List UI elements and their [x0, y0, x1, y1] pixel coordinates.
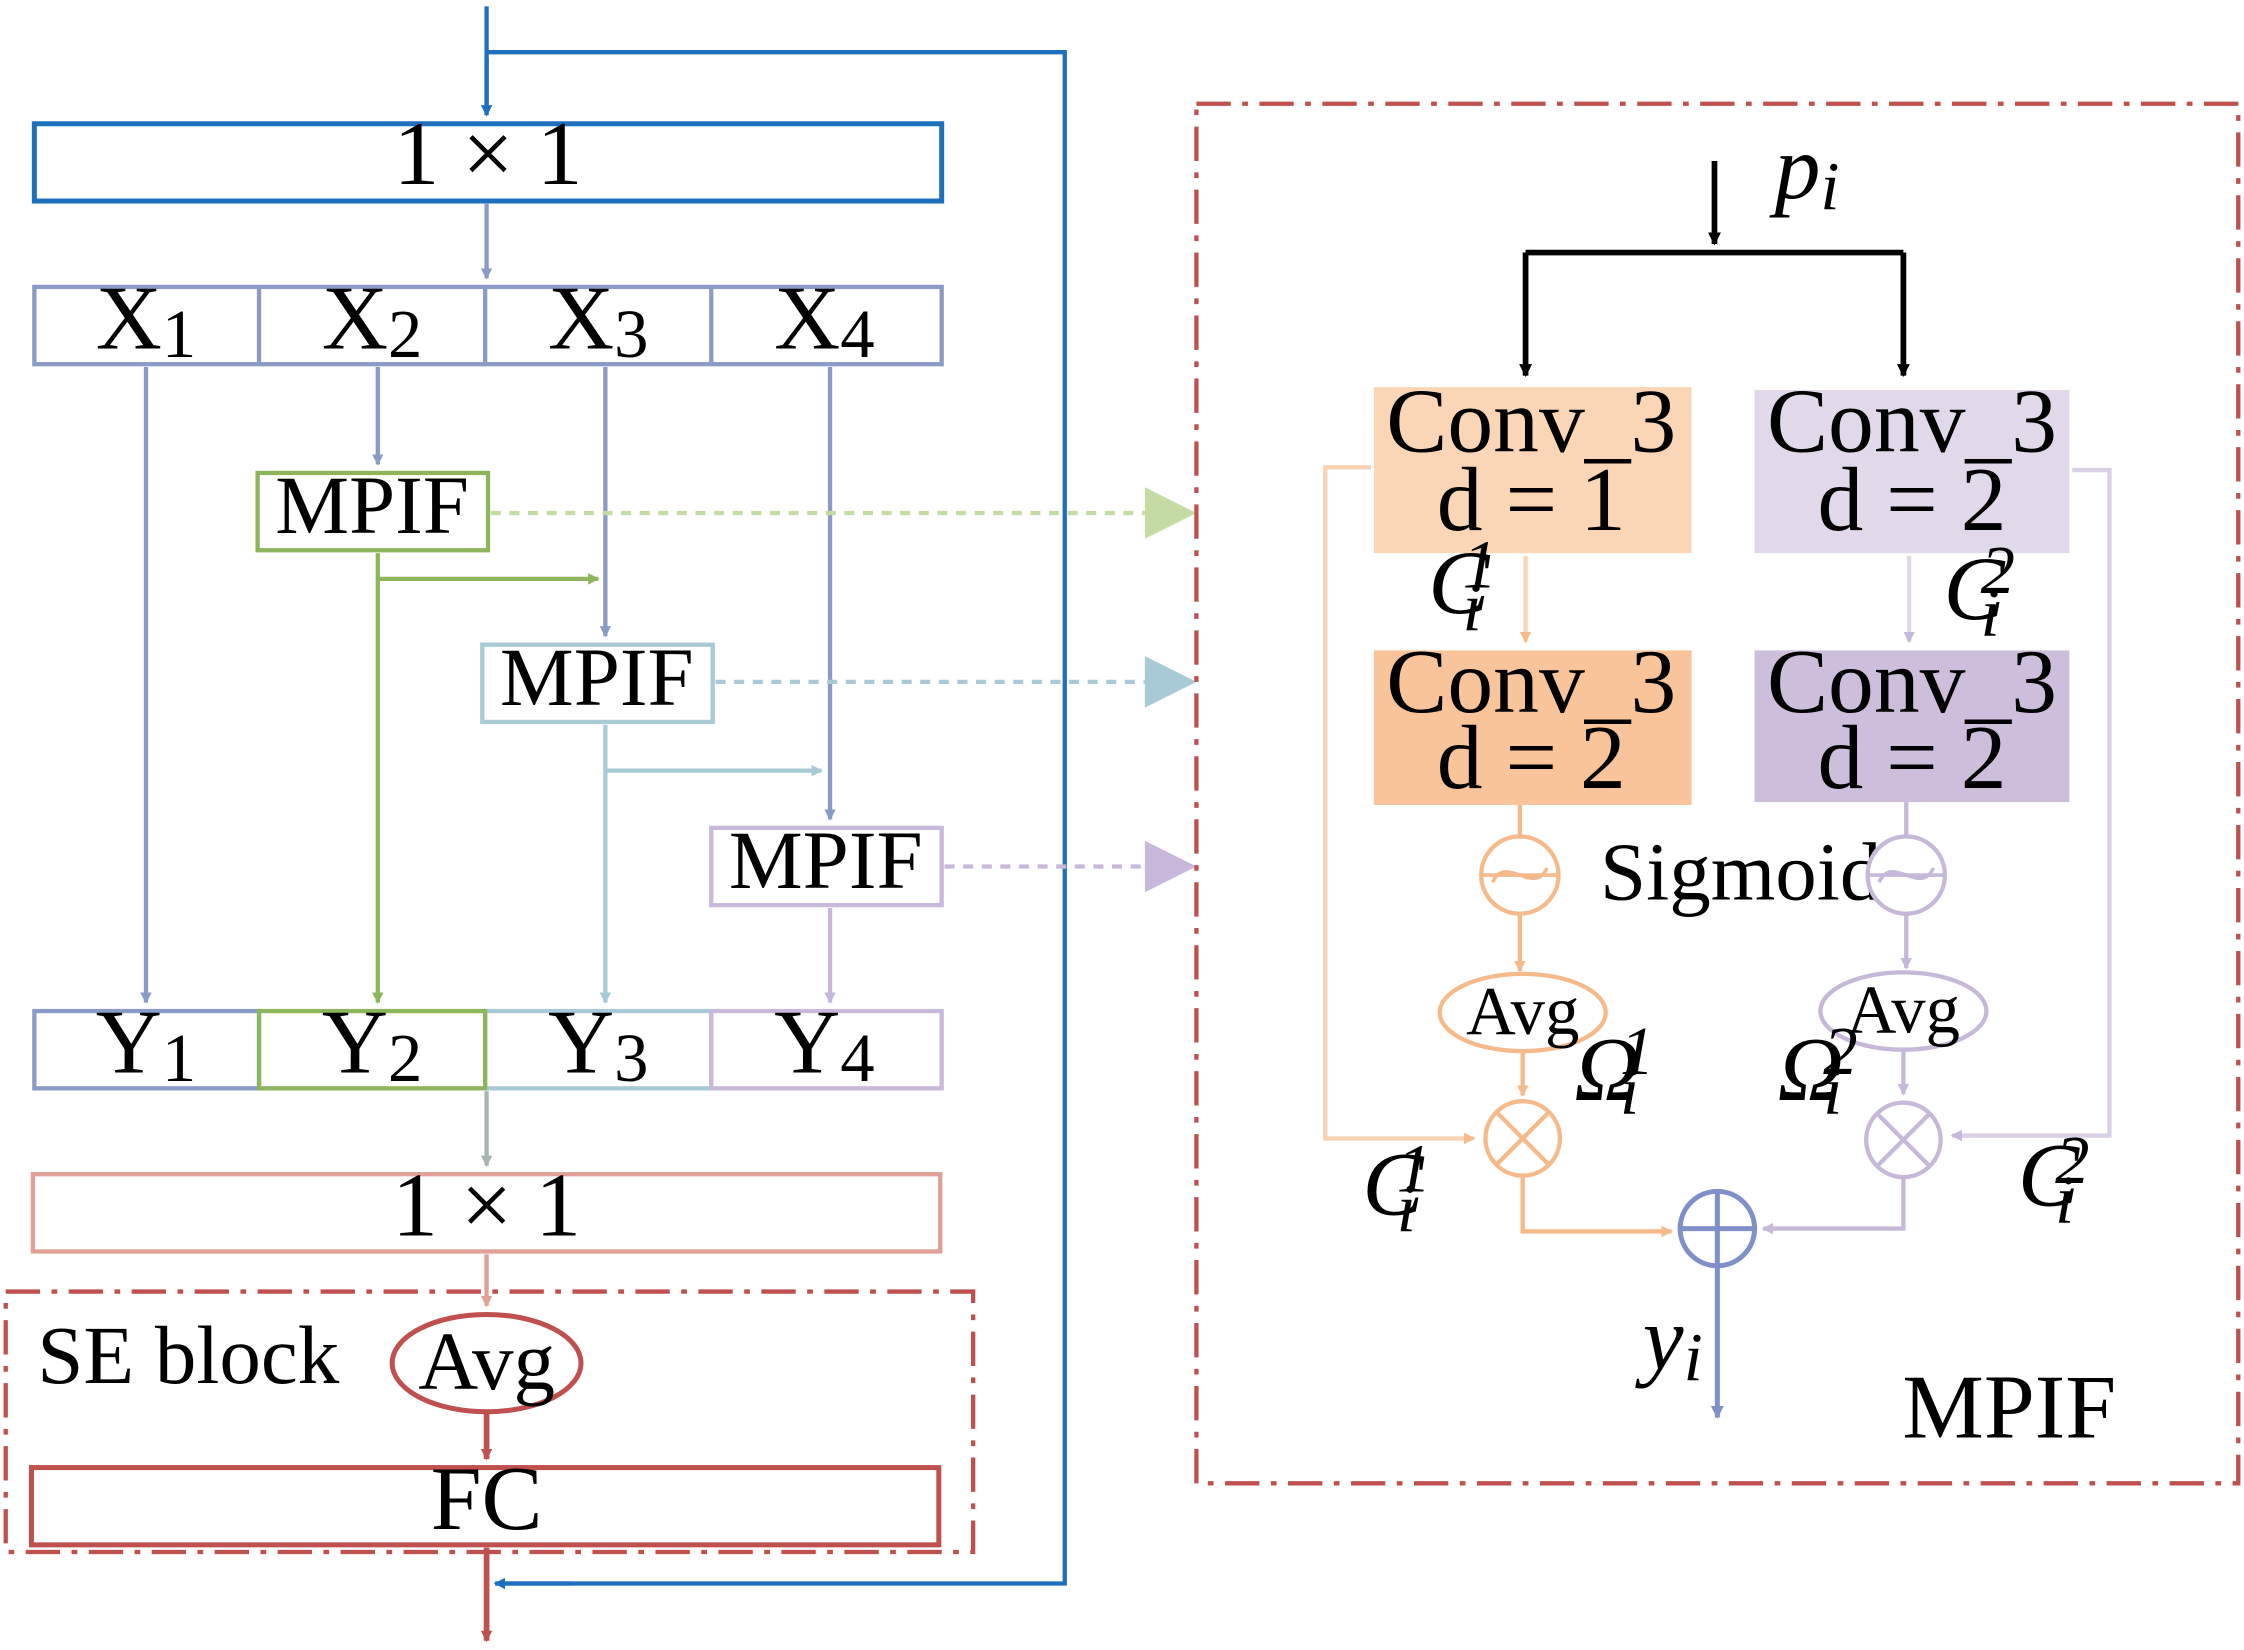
svg-text:Conv_3: Conv_3: [1386, 630, 1676, 732]
svg-text:i: i: [1397, 1170, 1416, 1246]
x-cell-2: X2: [322, 266, 422, 372]
branch2-to-sum: [1761, 1177, 1906, 1235]
svg-text:1: 1: [1620, 1013, 1654, 1089]
svg-text:d = 2: d = 2: [1437, 706, 1626, 808]
svg-text:2: 2: [2055, 1122, 2089, 1198]
mpif-block-2: MPIF: [480, 631, 715, 725]
conv-top-label: 1 × 1: [394, 102, 583, 204]
svg-text:Conv_3: Conv_3: [1767, 369, 2057, 471]
mpif-title: MPIF: [1902, 1356, 2116, 1458]
y-cell-4: Y4: [774, 991, 874, 1097]
output-label: yi: [1635, 1287, 1703, 1395]
se-fc: [28, 1465, 942, 1548]
svg-text:Avg: Avg: [1466, 973, 1579, 1049]
branch2-weight-label: Ω: [1777, 1018, 1843, 1120]
svg-text:d = 2: d = 2: [1817, 706, 2006, 808]
branch-2: Conv_3 d = 2 C 2 i Conv_3 d = 2 Avg Ω 2 …: [1754, 369, 2112, 1238]
branch1-to-sum: [1520, 1175, 1673, 1238]
x-cell-1: X1: [96, 266, 196, 372]
svg-text:i: i: [1981, 575, 2000, 651]
svg-text:d = 2: d = 2: [1817, 448, 2006, 550]
svg-text:Avg: Avg: [1847, 972, 1960, 1048]
branch1-feat-label: C: [1428, 531, 1490, 633]
y-concat-row: Y1 Y2 Y3 Y4: [32, 991, 944, 1097]
y-cell-2: Y2: [322, 991, 422, 1097]
mpif-detail-frame: [1194, 101, 2241, 1486]
pointer-head-3: [1144, 840, 1197, 893]
branch1-skip: [1323, 465, 1476, 1145]
svg-text:i: i: [1823, 1053, 1842, 1129]
mpif-block-1: MPIF: [255, 459, 491, 553]
sigmoid-label: Sigmoid: [1600, 825, 1881, 917]
branch2-feat-label: C: [1943, 537, 2005, 639]
branch1-conv-a: [1373, 387, 1692, 554]
svg-text:MPIF: MPIF: [729, 814, 923, 906]
svg-text:MPIF: MPIF: [275, 459, 469, 551]
branch2-conv-a: [1754, 389, 2070, 554]
svg-text:FC: FC: [431, 1447, 543, 1549]
branch1-skip-label: C: [1362, 1132, 1424, 1234]
svg-text:1: 1: [1397, 1130, 1431, 1206]
mpif-detail-panel: MPIF pi Conv_3 d = 1 C 1 i Conv_3 d = 2: [1194, 101, 2241, 1486]
branch2-skip-label: C: [2018, 1124, 2080, 1226]
branch1-avg: [1437, 971, 1608, 1054]
x-cell-3: X3: [548, 266, 648, 372]
svg-text:Conv_3: Conv_3: [1386, 369, 1676, 471]
se-block: SE block Avg FC: [3, 1289, 976, 1555]
pointer-head-1: [1144, 487, 1197, 539]
branch2-skip: [1950, 467, 2112, 1142]
y-cell-1: Y1: [96, 991, 196, 1097]
multiply-icon: [1864, 1100, 1943, 1180]
input-label: pi: [1769, 116, 1840, 224]
branch1-conv-b: [1373, 650, 1692, 805]
y-cell-3: Y3: [548, 991, 648, 1097]
sigmoid-icon: [1865, 834, 1948, 916]
x-split-row: X1 X2 X3 X4: [32, 266, 944, 372]
se-block-label: SE block: [37, 1309, 340, 1401]
svg-text:i: i: [1620, 1053, 1639, 1129]
branch2-avg: [1818, 970, 1989, 1052]
conv-1x1-top: 1 × 1: [31, 102, 945, 204]
svg-text:Avg: Avg: [418, 1315, 555, 1407]
svg-text:2: 2: [1823, 1013, 1857, 1089]
svg-text:i: i: [1463, 569, 1482, 645]
se-avg-pool: [389, 1311, 584, 1415]
svg-text:Conv_3: Conv_3: [1767, 630, 2057, 732]
mpif-block-3: MPIF: [709, 814, 944, 908]
svg-text:2: 2: [1981, 532, 2015, 608]
svg-text:MPIF: MPIF: [500, 631, 694, 723]
left-panel: 1 × 1 X1 X2 X3 X4 MPIF: [3, 6, 1197, 1643]
conv-bottom-label: 1 × 1: [392, 1154, 581, 1256]
branch1-weight-label: Ω: [1574, 1018, 1640, 1120]
sigmoid-icon: [1479, 834, 1561, 916]
svg-text:d = 1: d = 1: [1437, 448, 1626, 550]
svg-text:i: i: [2055, 1162, 2074, 1238]
x-cell-4: X4: [774, 266, 874, 372]
pointer-head-2: [1144, 656, 1197, 708]
branch-1: Conv_3 d = 1 C 1 i Conv_3 d = 2 Avg Ω 1 …: [1323, 369, 1692, 1246]
add-icon: [1677, 1188, 1758, 1269]
svg-text:1: 1: [1463, 526, 1497, 602]
conv-1x1-bottom: 1 × 1: [30, 1154, 943, 1256]
branch2-conv-b: [1754, 650, 2070, 803]
multiply-icon: [1483, 1099, 1563, 1178]
